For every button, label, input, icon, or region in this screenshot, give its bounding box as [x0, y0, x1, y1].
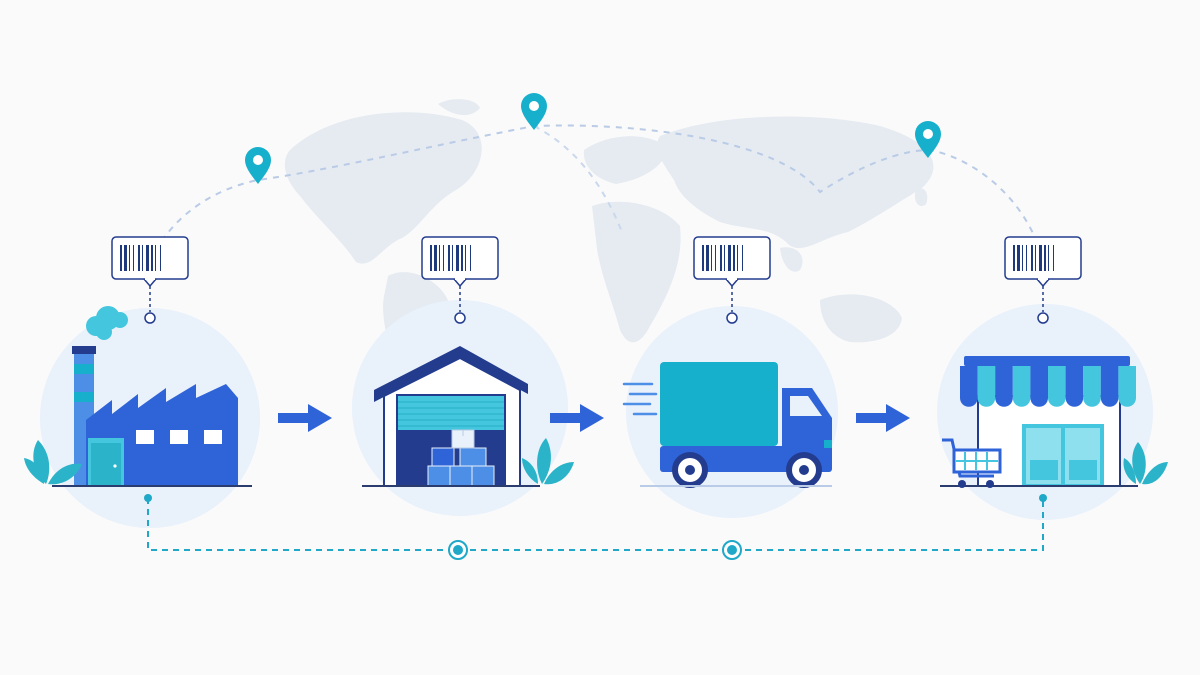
- tracking-endpoint: [1039, 494, 1047, 502]
- delivery-truck-icon: [622, 362, 832, 488]
- tracking-node-icon: [448, 540, 468, 560]
- tracking-node-icon: [722, 540, 742, 560]
- cargo-boxes-icon: [427, 429, 495, 487]
- awning-stripe: [1048, 366, 1066, 407]
- arrow-right-icon: [278, 404, 332, 432]
- awning-stripe: [1083, 366, 1101, 407]
- barcode-tag-icon: [1004, 236, 1082, 324]
- awning-stripe: [1065, 366, 1084, 407]
- storefront-icon: [940, 356, 1138, 487]
- warehouse-icon: [362, 346, 540, 487]
- shopping-cart-icon: [942, 438, 1002, 488]
- arrow-right-icon: [856, 404, 910, 432]
- tracking-line: [147, 498, 1044, 551]
- plant-leaves-icon: [1123, 442, 1168, 485]
- arrow-right-icon: [550, 404, 604, 432]
- awning-stripe: [995, 366, 1013, 407]
- shipping-route-line: [149, 124, 1044, 263]
- awning-stripe: [1012, 366, 1031, 407]
- awning-stripe: [960, 366, 978, 407]
- factory-icon: [52, 306, 252, 487]
- location-pin-icon: [521, 93, 547, 130]
- tracking-endpoint: [144, 494, 152, 502]
- awning-stripe: [1100, 366, 1119, 407]
- barcode-tag-icon: [693, 236, 771, 324]
- barcode-tag-icon: [111, 236, 189, 324]
- location-pin-icon: [915, 121, 941, 158]
- location-pin-icon: [245, 147, 271, 184]
- world-map-icon: [284, 99, 934, 386]
- barcode-tag-icon: [421, 236, 499, 324]
- smoke-cloud-icon: [86, 306, 128, 340]
- plant-leaves-icon: [522, 438, 574, 485]
- shipping-route-branch: [533, 125, 623, 233]
- awning-stripe: [1118, 366, 1136, 407]
- plant-leaves-icon: [24, 440, 82, 485]
- awning-stripe: [1030, 366, 1048, 407]
- awning-stripe: [977, 366, 996, 407]
